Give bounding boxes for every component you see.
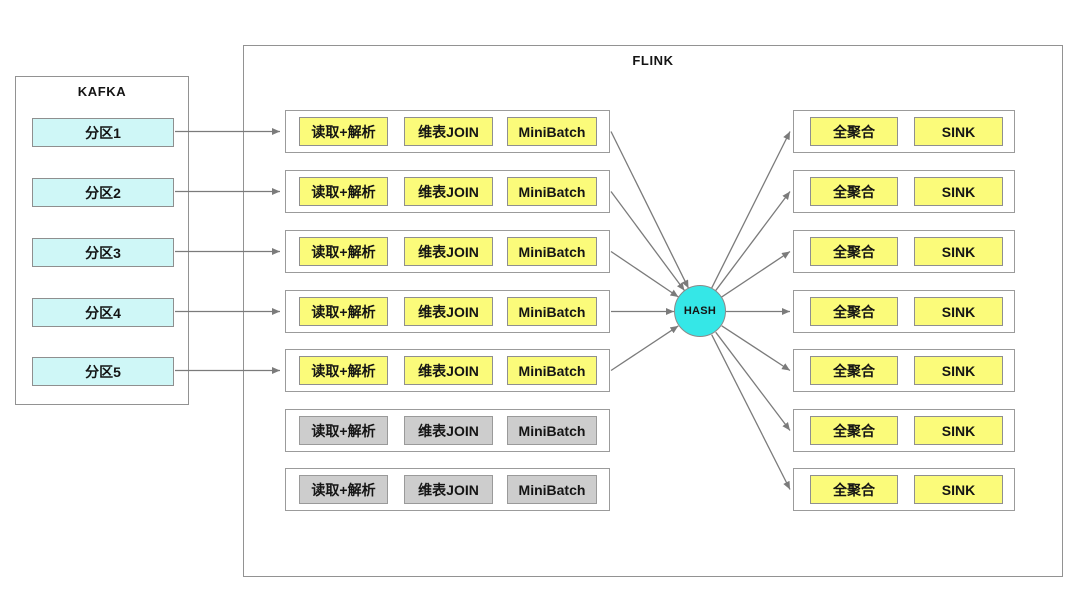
stage-dim-join: 维表JOIN <box>404 356 493 385</box>
pipeline-row-7: 读取+解析 维表JOIN MiniBatch <box>285 468 610 511</box>
stage-minibatch: MiniBatch <box>507 117 597 146</box>
stage-minibatch: MiniBatch <box>507 475 597 504</box>
stage-full-agg: 全聚合 <box>810 356 898 385</box>
stage-read-parse: 读取+解析 <box>299 297 388 326</box>
pipeline-row-4: 读取+解析 维表JOIN MiniBatch <box>285 290 610 333</box>
output-row-5: 全聚合 SINK <box>793 349 1015 392</box>
output-row-6: 全聚合 SINK <box>793 409 1015 452</box>
stage-minibatch: MiniBatch <box>507 297 597 326</box>
stage-full-agg: 全聚合 <box>810 475 898 504</box>
stage-minibatch: MiniBatch <box>507 416 597 445</box>
stage-read-parse: 读取+解析 <box>299 475 388 504</box>
output-row-4: 全聚合 SINK <box>793 290 1015 333</box>
stage-read-parse: 读取+解析 <box>299 177 388 206</box>
pipeline-row-2: 读取+解析 维表JOIN MiniBatch <box>285 170 610 213</box>
stage-dim-join: 维表JOIN <box>404 297 493 326</box>
stage-minibatch: MiniBatch <box>507 356 597 385</box>
stage-sink: SINK <box>914 416 1003 445</box>
stage-sink: SINK <box>914 356 1003 385</box>
stage-full-agg: 全聚合 <box>810 416 898 445</box>
stage-dim-join: 维表JOIN <box>404 475 493 504</box>
stage-sink: SINK <box>914 237 1003 266</box>
kafka-partition-3: 分区3 <box>32 238 174 267</box>
hash-node: HASH <box>674 285 726 337</box>
pipeline-row-5: 读取+解析 维表JOIN MiniBatch <box>285 349 610 392</box>
stage-sink: SINK <box>914 177 1003 206</box>
pipeline-row-6: 读取+解析 维表JOIN MiniBatch <box>285 409 610 452</box>
stage-read-parse: 读取+解析 <box>299 237 388 266</box>
stage-full-agg: 全聚合 <box>810 177 898 206</box>
stage-full-agg: 全聚合 <box>810 237 898 266</box>
output-row-1: 全聚合 SINK <box>793 110 1015 153</box>
kafka-partition-1: 分区1 <box>32 118 174 147</box>
output-row-7: 全聚合 SINK <box>793 468 1015 511</box>
kafka-group-box: KAFKA 分区1 分区2 分区3 分区4 分区5 <box>15 76 189 405</box>
flink-title: FLINK <box>632 53 674 68</box>
stage-read-parse: 读取+解析 <box>299 117 388 146</box>
stage-dim-join: 维表JOIN <box>404 416 493 445</box>
stage-sink: SINK <box>914 475 1003 504</box>
stage-full-agg: 全聚合 <box>810 297 898 326</box>
kafka-partition-5: 分区5 <box>32 357 174 386</box>
kafka-partition-4: 分区4 <box>32 298 174 327</box>
output-row-3: 全聚合 SINK <box>793 230 1015 273</box>
stage-dim-join: 维表JOIN <box>404 117 493 146</box>
pipeline-row-3: 读取+解析 维表JOIN MiniBatch <box>285 230 610 273</box>
stage-minibatch: MiniBatch <box>507 237 597 266</box>
kafka-partition-2: 分区2 <box>32 178 174 207</box>
stage-sink: SINK <box>914 297 1003 326</box>
kafka-title: KAFKA <box>77 84 127 99</box>
stage-dim-join: 维表JOIN <box>404 237 493 266</box>
stage-read-parse: 读取+解析 <box>299 356 388 385</box>
stage-sink: SINK <box>914 117 1003 146</box>
stage-read-parse: 读取+解析 <box>299 416 388 445</box>
stage-dim-join: 维表JOIN <box>404 177 493 206</box>
stage-full-agg: 全聚合 <box>810 117 898 146</box>
output-row-2: 全聚合 SINK <box>793 170 1015 213</box>
pipeline-row-1: 读取+解析 维表JOIN MiniBatch <box>285 110 610 153</box>
stage-minibatch: MiniBatch <box>507 177 597 206</box>
